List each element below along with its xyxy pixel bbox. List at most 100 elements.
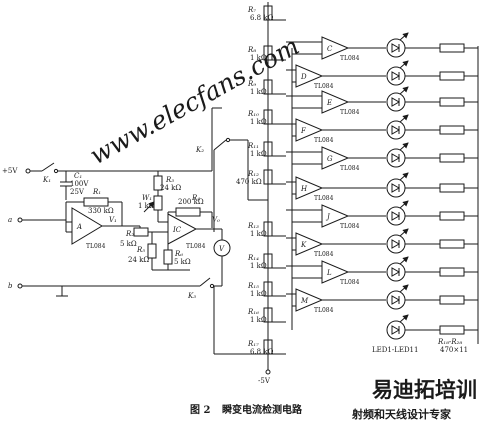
output-resistor xyxy=(439,153,465,163)
brand-logo-text: 易迪拓培训 xyxy=(372,377,477,402)
comparator-ref: F xyxy=(300,127,307,135)
comparator-op-amp xyxy=(321,260,350,284)
ladder-resistor-ref: R₉ xyxy=(247,80,256,88)
comparator-op-amp xyxy=(321,204,350,228)
plus-5v-label: +5V xyxy=(2,167,18,175)
output-resistor xyxy=(439,43,465,53)
resistor-r6 xyxy=(163,249,173,265)
switch-k1-label: K₁ xyxy=(42,176,51,184)
comparator-op-amp xyxy=(321,146,350,170)
ladder-resistor-value: 1 kΩ xyxy=(250,150,267,158)
resistor-r4-ref: R₄ xyxy=(191,194,200,202)
ladder-resistor-ref: R₁₃ xyxy=(247,222,259,230)
switch-k3-label: K₃ xyxy=(187,292,196,300)
op-amp-a-chip: TL084 xyxy=(86,243,106,250)
comparator-chip: TL084 xyxy=(314,307,334,314)
resistor-r3-ref: R₃ xyxy=(165,176,174,184)
ladder-resistor-ref: R₇ xyxy=(247,6,256,14)
output-resistor xyxy=(439,325,465,335)
ladder-resistor-value: 1 kΩ xyxy=(250,118,267,126)
ladder-resistor-value: 1 kΩ xyxy=(250,230,267,238)
input-b-label: b xyxy=(8,282,13,290)
resistor-r1-value: 330 kΩ xyxy=(88,207,114,215)
comparator-ref: M xyxy=(300,297,309,305)
ladder-resistor-ref: R₁₇ xyxy=(247,340,259,348)
comparator-chip: TL084 xyxy=(314,251,334,258)
comparator-chip: TL084 xyxy=(340,165,360,172)
output-resistor xyxy=(439,239,465,249)
resistor-r5-value: 24 kΩ xyxy=(128,256,149,264)
comparator-ref: L xyxy=(326,269,332,277)
op-amp-ic xyxy=(167,213,198,245)
comparator-ref: E xyxy=(326,99,332,107)
minus-5v-label: -5V xyxy=(258,377,271,385)
input-a-label: a xyxy=(8,216,12,224)
comparator-op-amp xyxy=(295,64,324,88)
v1-label: V₁ xyxy=(109,216,117,224)
ladder-resistor-value: 6.8 kΩ xyxy=(250,348,274,356)
ladder-resistor-value: 6.8 kΩ xyxy=(250,14,274,22)
led-range-label: LED1-LED11 xyxy=(372,346,418,354)
switch-k1-blade xyxy=(41,162,55,172)
switch-k2-label: K₂ xyxy=(195,146,204,154)
resistor-r3 xyxy=(153,175,163,191)
resistor-r2-ref: R₂ xyxy=(125,230,134,238)
brand-tagline: 射频和天线设计专家 xyxy=(351,407,452,421)
ladder-resistor-ref: R₁₄ xyxy=(247,254,259,262)
comparator-op-amp xyxy=(295,176,324,200)
comparator-ref: J xyxy=(325,213,331,221)
op-amp-ic-chip: TL084 xyxy=(186,243,206,250)
output-resistor xyxy=(439,125,465,135)
capacitor-c1-value: 100V xyxy=(70,180,89,188)
ladder-resistor-value: 1 kΩ xyxy=(250,262,267,270)
ladder-resistor-ref: R₁₁ xyxy=(247,142,259,150)
capacitor-c1-label: C₁ xyxy=(74,172,82,180)
output-resistors-ref: R₁₈-R₂₈ xyxy=(437,338,462,346)
ladder-resistor-ref: R₁₆ xyxy=(247,308,259,316)
output-resistor xyxy=(439,211,465,221)
comparator-op-amp xyxy=(321,36,350,60)
ladder-resistor-value: 1 kΩ xyxy=(250,316,267,324)
ladder-resistor-value: 1 kΩ xyxy=(250,88,267,96)
ladder-resistor-value: 1 kΩ xyxy=(250,54,267,62)
ladder-resistor-ref: R₈ xyxy=(247,46,256,54)
op-amp-ic-ref: IC xyxy=(172,226,182,234)
output-resistor xyxy=(439,97,465,107)
comparator-chip: TL084 xyxy=(340,279,360,286)
op-amp-a xyxy=(71,207,103,245)
comparator-chip: TL084 xyxy=(314,83,334,90)
ladder-resistor-ref: R₁₀ xyxy=(247,110,259,118)
resistor-r4-value: 200 kΩ xyxy=(178,198,204,206)
minus-5v-terminal xyxy=(265,369,271,375)
ladder-resistor-ref: R₁₅ xyxy=(247,282,259,290)
resistor-r2-value: 5 kΩ xyxy=(120,240,137,248)
output-resistor xyxy=(439,295,465,305)
figure-title: 瞬变电流检测电路 xyxy=(222,403,303,416)
resistor-r3-value: 24 kΩ xyxy=(160,184,181,192)
figure-number: 图 2 xyxy=(190,404,210,416)
v0-label: V₀ xyxy=(212,216,220,224)
resistor-r5-ref: R₅ xyxy=(136,246,145,254)
output-resistor xyxy=(439,71,465,81)
comparator-op-amp xyxy=(295,232,324,256)
capacitor-c1-voltage: 25V xyxy=(70,188,85,196)
resistor-r1-ref: R₁ xyxy=(92,188,101,196)
output-resistor xyxy=(439,183,465,193)
resistor-r4 xyxy=(175,207,201,217)
resistor-r6-value: 5 kΩ xyxy=(174,258,191,266)
input-stage: a b A TL084 V₁ R₁ 330 kΩ xyxy=(8,188,190,297)
potentiometer-w1-value: 1 kΩ xyxy=(138,202,155,210)
comparator-op-amp xyxy=(295,118,324,142)
comparator-op-amp xyxy=(321,90,350,114)
comparator-chip: TL084 xyxy=(314,195,334,202)
input-b-terminal xyxy=(17,283,23,289)
supply-section: +5V K₁ C₁ 100V 25V xyxy=(2,107,222,200)
potentiometer-w1-ref: W₁ xyxy=(142,194,152,202)
comparator-op-amp xyxy=(295,288,324,312)
comparator-ref: K xyxy=(300,241,307,249)
op-amp-a-ref: A xyxy=(76,223,82,231)
resistor-r5 xyxy=(147,243,157,259)
comparator-bank: CTL084DTL084ETL084FTL084GTL084HTL084JTL0… xyxy=(286,32,478,340)
switch-k2-blade xyxy=(213,139,227,151)
